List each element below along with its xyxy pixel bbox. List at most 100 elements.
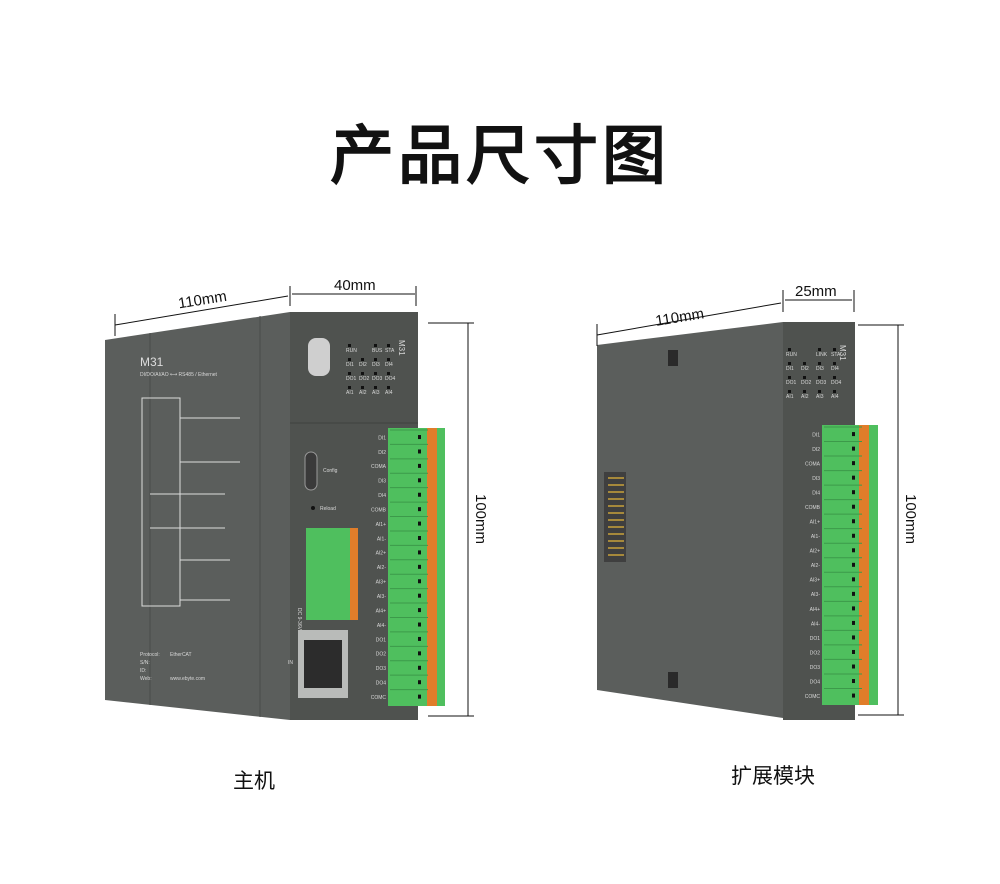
terminal-label: DI2 — [812, 447, 820, 453]
terminal-release-hole — [418, 636, 421, 641]
terminal-label: AI1+ — [376, 522, 387, 528]
port-label: IN — [288, 660, 293, 666]
led-label: AI3 — [372, 390, 380, 396]
terminal-label: DI1 — [812, 432, 820, 438]
terminal-release-hole — [852, 664, 855, 669]
led-label: DO3 — [372, 376, 383, 382]
led-label: DO1 — [346, 376, 357, 382]
expansion-height-label: 100mm — [902, 494, 919, 544]
front-model-label: M31 — [397, 340, 406, 356]
terminal-label: DO1 — [810, 636, 821, 642]
led-indicator — [833, 390, 836, 393]
expansion-terminal-block[interactable] — [822, 425, 878, 705]
led-indicator — [387, 344, 390, 347]
terminal-label: COMC — [371, 695, 387, 701]
led-indicator — [818, 362, 821, 365]
side-info-value: EtherCAT — [170, 652, 192, 658]
din-clip-bottom — [668, 672, 678, 688]
led-indicator — [818, 348, 821, 351]
led-label: DO4 — [385, 376, 396, 382]
led-label: AI3 — [816, 394, 824, 400]
led-indicator — [361, 358, 364, 361]
led-label: DO1 — [786, 380, 797, 386]
terminal-release-hole — [852, 475, 855, 480]
led-label: DO2 — [359, 376, 370, 382]
wiring-diagram — [141, 397, 181, 607]
led-label: LINK — [816, 352, 828, 358]
led-label: STA — [831, 352, 841, 358]
led-indicator — [788, 376, 791, 379]
terminal-release-hole — [852, 693, 855, 698]
main-width-label: 40mm — [334, 277, 376, 294]
terminal-release-hole — [418, 622, 421, 627]
main-unit-caption: 主机 — [233, 769, 275, 793]
led-label: RUN — [346, 348, 357, 354]
side-info-value: www.ebyte.com — [170, 676, 205, 682]
side-info-label: S/N: — [140, 660, 150, 666]
led-label: RUN — [786, 352, 797, 358]
main-unit: M31 DI/DO/AI/AO ⟷ RS485 / Ethernet Proto… — [105, 312, 445, 720]
led-indicator — [818, 390, 821, 393]
terminal-label: COMC — [805, 694, 821, 700]
page-title: 产品尺寸图 — [330, 120, 670, 194]
terminal-release-hole — [418, 651, 421, 656]
reload-button[interactable] — [311, 506, 315, 510]
terminal-label: DI3 — [812, 476, 820, 482]
terminal-label: AI1- — [811, 534, 821, 540]
config-label: Config — [323, 468, 338, 474]
led-label: DO3 — [816, 380, 827, 386]
terminal-label: DO4 — [376, 681, 387, 687]
led-label: AI2 — [359, 390, 367, 396]
terminal-label: DO3 — [376, 666, 387, 672]
terminal-release-hole — [418, 521, 421, 526]
terminal-label: AI2- — [377, 565, 387, 571]
led-label: AI1 — [346, 390, 354, 396]
terminal-release-hole — [418, 694, 421, 699]
side-info-label: ID: — [140, 668, 146, 674]
terminal-release-hole — [418, 665, 421, 670]
led-label: DI2 — [801, 366, 809, 372]
terminal-release-hole — [418, 463, 421, 468]
led-label: DI4 — [385, 362, 393, 368]
led-indicator — [788, 390, 791, 393]
led-indicator — [374, 344, 377, 347]
terminal-label: DI4 — [812, 491, 820, 497]
terminal-release-hole — [418, 593, 421, 598]
front-model-label: M31 — [838, 345, 847, 361]
terminal-release-hole — [852, 548, 855, 553]
expansion-width-label: 25mm — [795, 283, 837, 300]
led-indicator — [803, 362, 806, 365]
terminal-label: DO4 — [810, 679, 821, 685]
led-indicator — [788, 348, 791, 351]
led-indicator — [803, 376, 806, 379]
led-label: AI1 — [786, 394, 794, 400]
terminal-label: AI4+ — [376, 608, 387, 614]
main-dimensions — [114, 286, 474, 717]
terminal-label: AI3- — [377, 594, 387, 600]
led-label: AI4 — [385, 390, 393, 396]
terminal-label: AI4- — [377, 623, 387, 629]
terminal-label: DO3 — [810, 665, 821, 671]
led-label: AI2 — [801, 394, 809, 400]
terminal-label: COMA — [805, 461, 821, 467]
led-indicator — [833, 376, 836, 379]
terminal-release-hole — [418, 608, 421, 613]
side-info-label: Protocol: — [140, 652, 160, 658]
terminal-release-hole — [418, 492, 421, 497]
terminal-release-hole — [852, 679, 855, 684]
led-indicator — [348, 358, 351, 361]
terminal-release-hole — [852, 461, 855, 466]
terminal-release-hole — [852, 533, 855, 538]
main-length-label: 110mm — [177, 288, 228, 312]
usb-c-config-port[interactable] — [304, 451, 318, 491]
led-label: DI1 — [346, 362, 354, 368]
power-terminal-block[interactable] — [306, 528, 358, 620]
terminal-label: DI3 — [378, 479, 386, 485]
terminal-release-hole — [852, 577, 855, 582]
terminal-release-hole — [418, 449, 421, 454]
terminal-release-hole — [852, 620, 855, 625]
robot-logo — [308, 338, 330, 376]
terminal-release-hole — [852, 649, 855, 654]
power-label: DC 9-36V — [296, 608, 302, 631]
